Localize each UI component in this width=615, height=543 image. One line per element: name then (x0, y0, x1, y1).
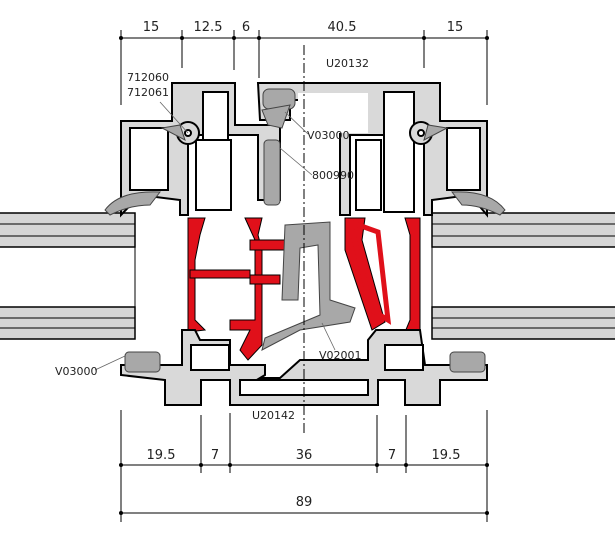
dim-bottom-4: 7 (388, 448, 396, 463)
glass-right (431, 212, 615, 340)
thermal-break-left (187, 217, 286, 361)
dim-top-4: 40.5 (328, 20, 357, 35)
glass-left (0, 212, 136, 340)
label-u20142: U20142 (252, 409, 295, 422)
dim-top-3: 6 (242, 20, 250, 35)
label-712061: 712061 (127, 86, 169, 99)
label-v02001: V02001 (319, 349, 362, 362)
top-profile (104, 82, 506, 218)
dim-overall: 89 (296, 495, 313, 510)
bottom-dimension-line (119, 410, 489, 522)
label-v03000-bottom: V03000 (55, 365, 98, 378)
label-v03000-top: V03000 (307, 129, 350, 142)
dim-bottom-2: 7 (211, 448, 219, 463)
thermal-break-right (344, 217, 421, 333)
dim-bottom-5: 19.5 (432, 448, 461, 463)
dim-top-2: 12.5 (194, 20, 223, 35)
label-u20132: U20132 (326, 57, 369, 70)
dim-bottom-3: 36 (296, 448, 313, 463)
label-800990: 800990 (312, 169, 354, 182)
dim-bottom-1: 19.5 (147, 448, 176, 463)
label-712060: 712060 (127, 71, 169, 84)
dim-top-5: 15 (447, 20, 464, 35)
dim-top-1: 15 (143, 20, 160, 35)
bottom-profile (120, 329, 488, 406)
center-gasket (261, 221, 356, 351)
top-dimension-line (119, 30, 489, 105)
